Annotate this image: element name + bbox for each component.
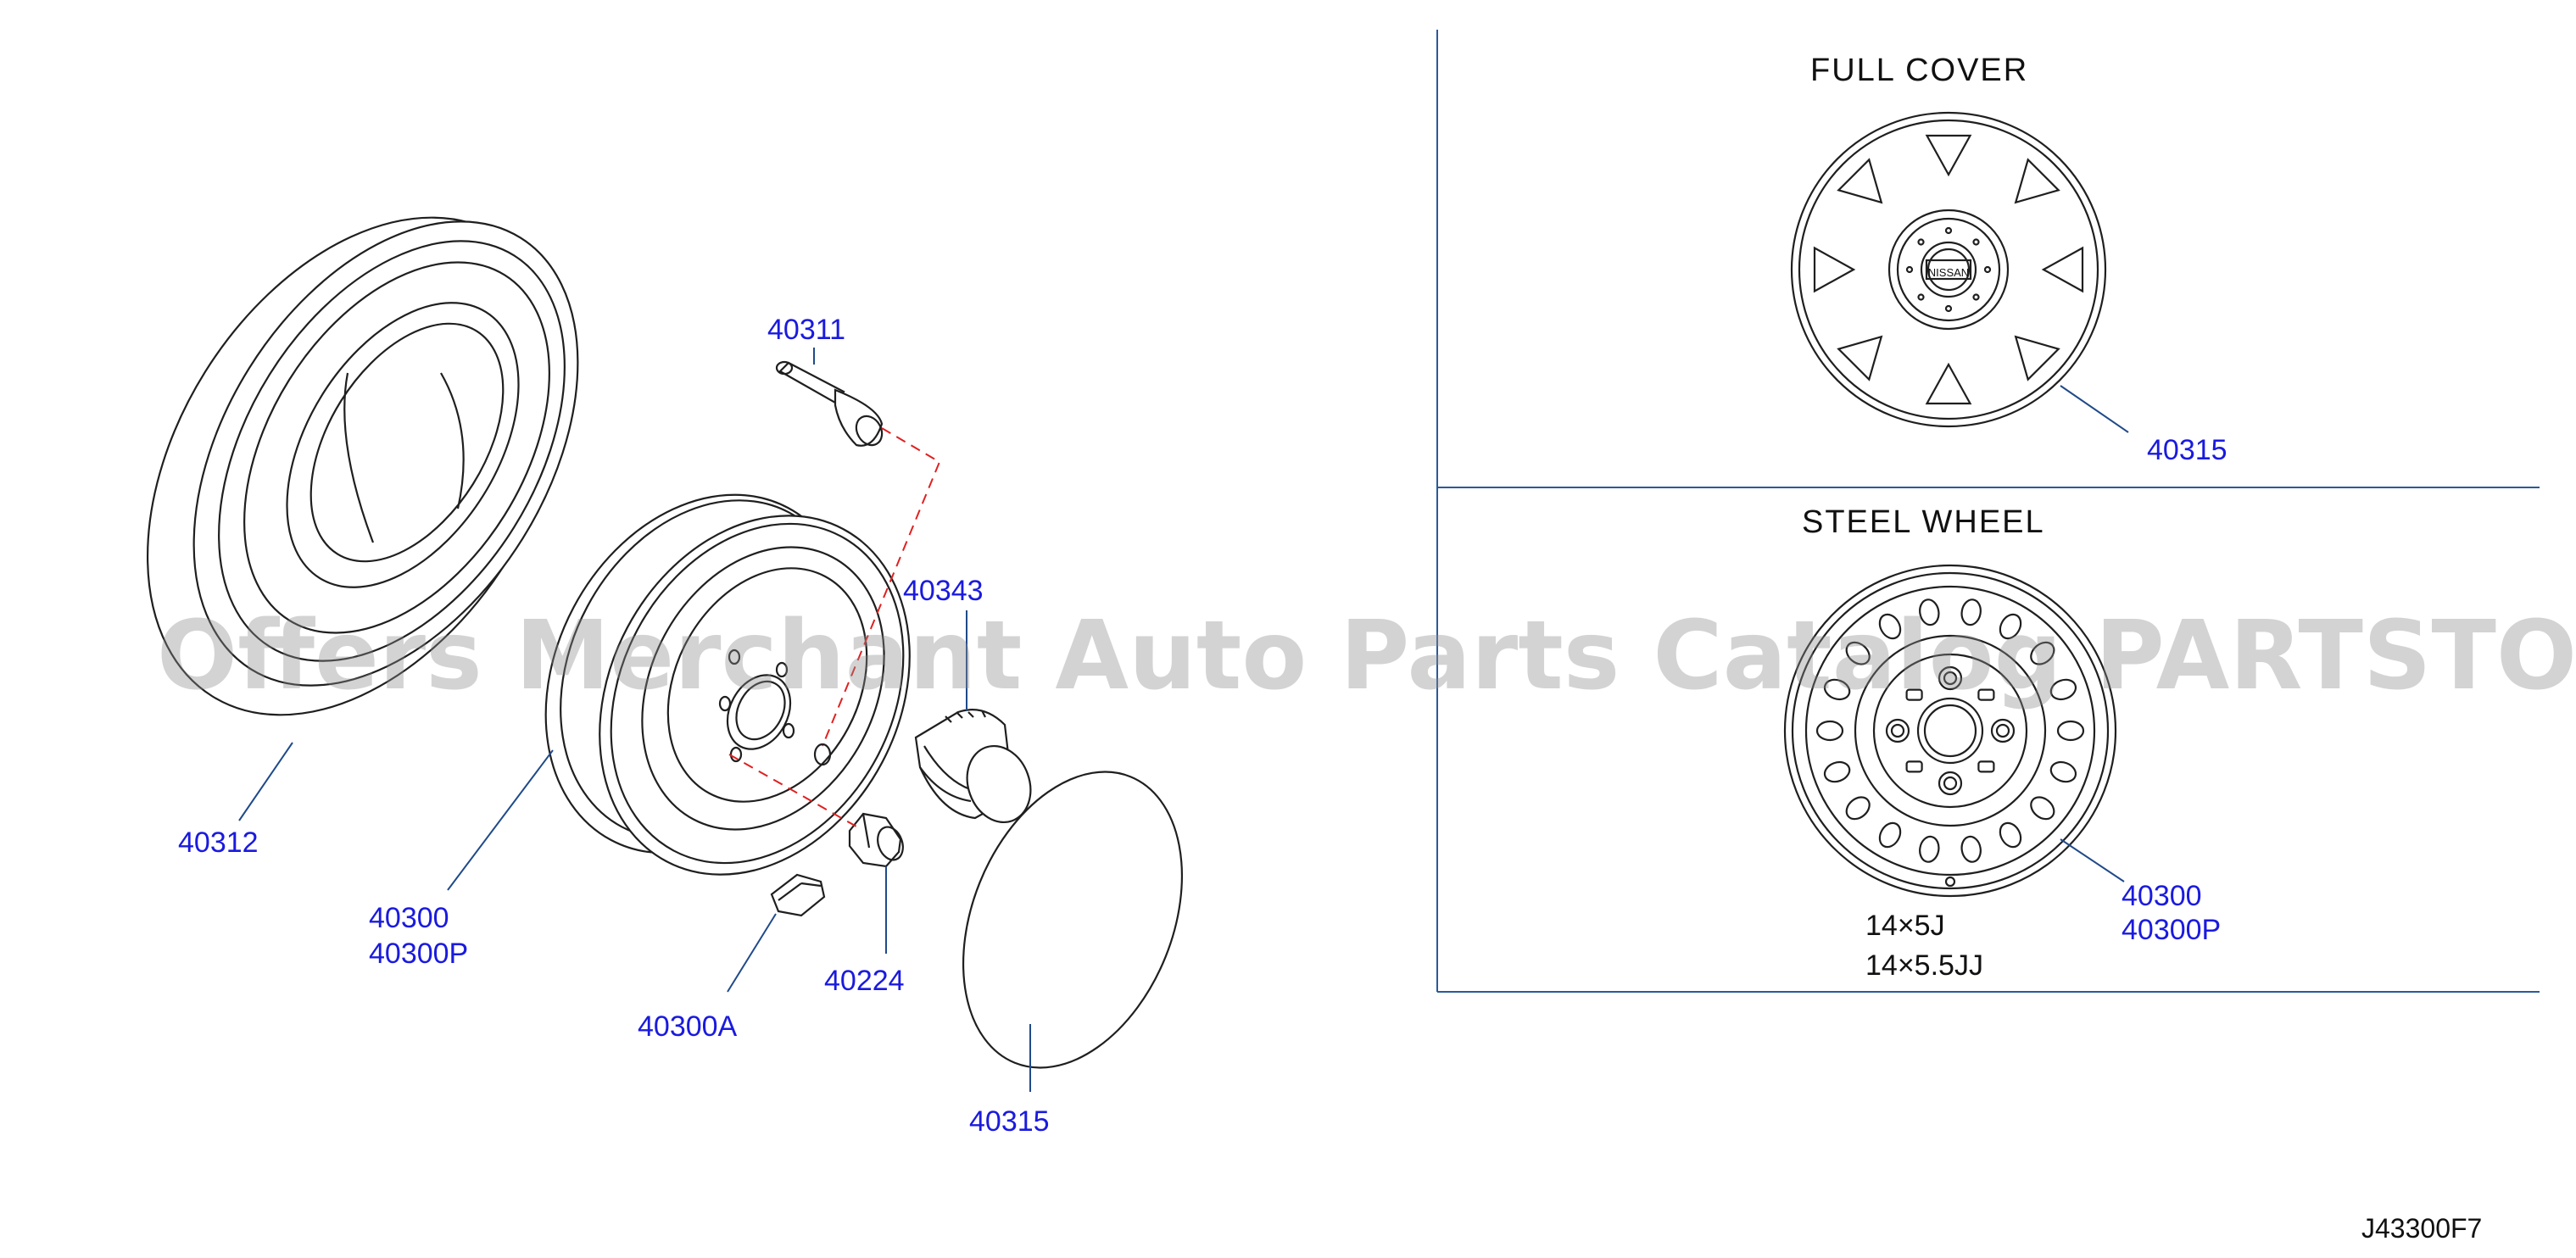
hub-rib	[1905, 760, 1923, 773]
wheel-vent-hole	[1999, 613, 2022, 640]
valve-drawing	[775, 360, 884, 447]
wheel-cover-disc	[962, 771, 1184, 1069]
cover-center-dot	[1972, 238, 1980, 246]
watermark-text: Offers Merchant Auto Parts Catalog PARTS…	[157, 601, 2576, 711]
callout-steel-wheel-1: 40300	[2122, 880, 2202, 912]
steel-wheel-title: STEEL WHEEL	[1802, 504, 2045, 540]
nut-guide-line	[728, 754, 857, 827]
callout-valve: 40311	[767, 314, 845, 346]
cover-vent-slot	[1837, 335, 1883, 381]
wheel-vent-hole	[2030, 796, 2055, 821]
cover-vent-slot	[2014, 158, 2060, 204]
hub-cap-drawing	[914, 709, 1032, 824]
wheel-vent-hole	[1919, 598, 1940, 626]
wheel-vent-hole	[1919, 835, 1940, 863]
wheel-vent-hole	[1815, 720, 1844, 742]
wheel-vent-hole	[1878, 821, 1902, 849]
lug-nut-seat	[1990, 718, 2016, 743]
wheel-vent-hole	[1823, 760, 1851, 783]
callout-wheel-left-1: 40300	[369, 902, 449, 934]
callout-nut: 40224	[824, 965, 905, 997]
lug-nut	[1995, 723, 2010, 738]
callout-steel-wheel-2: 40300P	[2122, 914, 2221, 946]
lug-nut-seat	[1885, 718, 1910, 743]
hub-rib	[1977, 760, 1995, 773]
lug-nut-seat	[1938, 665, 1963, 691]
cover-center-dot	[1983, 265, 1992, 274]
valve-guide-line	[822, 427, 941, 747]
callout-balance-weight: 40300A	[638, 1010, 738, 1043]
wheel-vent-hole	[1845, 796, 1871, 821]
cover-center-dot	[1905, 265, 1914, 274]
callout-tire: 40312	[178, 827, 259, 859]
callout-wheel-left-2: 40300P	[369, 938, 468, 970]
leader-steel-wheel	[2060, 838, 2125, 882]
nut-drawing	[848, 812, 904, 868]
cover-center-dot	[1944, 304, 1953, 313]
drawing-code: J43300F7	[2361, 1213, 2482, 1244]
full-cover-drawing: NISSAN	[1790, 111, 2107, 428]
wheel-vent-hole	[1878, 613, 1902, 640]
cover-vent-slot	[2014, 335, 2060, 381]
wheel-vent-hole	[1999, 821, 2022, 849]
leader-wheel-cover-right	[2060, 385, 2129, 433]
wheel-vent-hole	[1960, 598, 1982, 626]
wheel-drawing	[544, 493, 911, 876]
lug-nut	[1943, 671, 1958, 686]
wheel-vent-hole	[1960, 835, 1982, 863]
hub-rib	[1977, 688, 1995, 701]
leader-wheel-left	[447, 749, 554, 891]
wheel-vent-hole	[2056, 720, 2085, 742]
tire-drawing	[146, 216, 579, 716]
cover-center-dot	[1944, 226, 1953, 235]
wheel-vent-hole	[1823, 678, 1851, 701]
wheel-vent-hole	[1845, 641, 1871, 665]
hub-rib	[1905, 688, 1923, 701]
lug-nut	[1890, 723, 1905, 738]
cover-center-dot	[1917, 293, 1925, 301]
callout-hub-cap: 40343	[903, 575, 984, 607]
cover-vent-slot	[2041, 246, 2084, 293]
cover-vent-slot	[1837, 158, 1883, 204]
cover-vent-slot	[1813, 246, 1856, 293]
full-cover-title: FULL COVER	[1810, 53, 2028, 88]
wheel-vent-hole	[2030, 641, 2055, 665]
wheel-vent-hole	[2049, 760, 2077, 783]
spec-size-1: 14×5J	[1865, 910, 1945, 942]
leader-tire	[238, 742, 293, 821]
cover-vent-slot	[1925, 134, 1972, 177]
steel-wheel-drawing	[1783, 564, 2117, 898]
cover-center-dot	[1972, 293, 1980, 301]
callout-wheel-cover-left: 40315	[969, 1105, 1050, 1138]
wheel-vent-hole	[2049, 678, 2077, 701]
cover-vent-slot	[1925, 362, 1972, 405]
lug-nut-seat	[1938, 771, 1963, 796]
balance-weight-drawing	[770, 873, 826, 917]
spec-size-2: 14×5.5JJ	[1865, 949, 1983, 982]
lug-nut	[1943, 776, 1958, 791]
callout-wheel-cover-right: 40315	[2147, 434, 2228, 466]
cover-logo-text: NISSAN	[1928, 266, 1969, 279]
cover-center-dot	[1917, 238, 1925, 246]
leader-balance-weight	[727, 913, 777, 993]
